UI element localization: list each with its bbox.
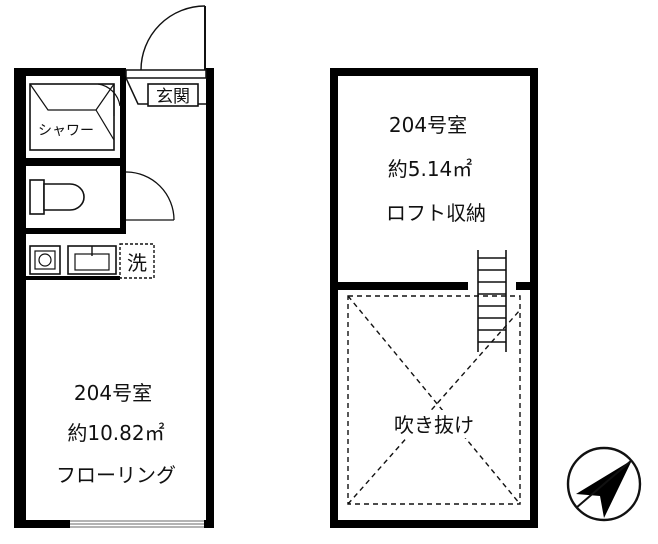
- main-room-type: フローリング: [56, 463, 176, 487]
- main-right-wall: [206, 68, 214, 528]
- stove-icon: [29, 245, 61, 275]
- loft-type: ロフト収納: [386, 201, 486, 225]
- loft-plan: 吹き抜け 204号室 約5.14㎡ ロフト収納: [330, 68, 538, 528]
- shower-label: シャワー: [38, 123, 94, 139]
- loft-outline-left: [330, 68, 338, 528]
- loft-edge: [338, 282, 468, 290]
- shower-partition-bottom: [26, 158, 126, 166]
- kitchen-counter-bottom: [26, 276, 120, 280]
- loft-edge-right: [516, 282, 530, 290]
- entrance-frame: [125, 69, 207, 79]
- main-room-area: 約10.82㎡: [67, 421, 164, 445]
- shower-unit: [29, 83, 115, 151]
- void-label: 吹き抜け: [394, 413, 474, 437]
- toilet-door: [125, 171, 175, 221]
- washer-label: 洗: [127, 251, 147, 275]
- main-left-wall: [14, 68, 26, 528]
- entrance-label: 玄関: [156, 87, 190, 107]
- toilet-partition-bottom: [26, 228, 126, 234]
- main-bottom-wall-right: [204, 520, 214, 528]
- main-bottom-wall: [14, 520, 70, 528]
- north-arrow-compass-icon: [566, 446, 642, 522]
- main-top-wall-right: [206, 68, 214, 76]
- loft-outline-right: [530, 68, 538, 528]
- shower-door: [97, 83, 121, 116]
- entrance-door: [140, 5, 206, 71]
- toilet-icon: [29, 179, 85, 215]
- main-room-number: 204号室: [74, 381, 152, 405]
- void-area: [347, 295, 521, 505]
- ladder-icon: [477, 250, 507, 352]
- entrance-label-box: [147, 83, 199, 107]
- loft-area: 約5.14㎡: [388, 157, 473, 181]
- loft-room-number: 204号室: [389, 113, 467, 137]
- sink-icon: [67, 245, 117, 275]
- main-room-plan: 玄関 シャワー 洗: [14, 5, 214, 528]
- main-top-wall: [14, 68, 126, 76]
- loft-outline-bottom: [330, 520, 538, 528]
- shower-partition-right: [120, 76, 126, 166]
- toilet-partition-right: [120, 166, 126, 232]
- main-window: [70, 520, 204, 528]
- washer-space: [119, 243, 155, 279]
- loft-outline-top: [330, 68, 538, 76]
